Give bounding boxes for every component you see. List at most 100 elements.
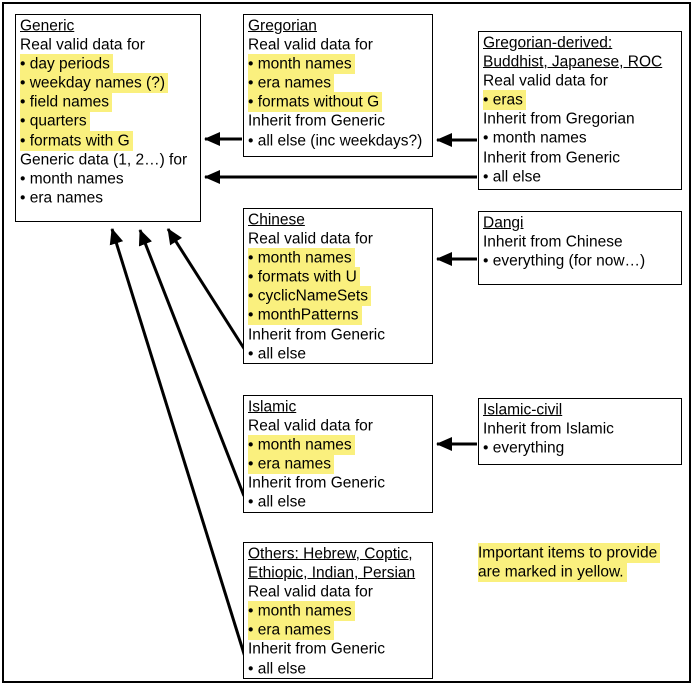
islamic-item-row: • month names <box>248 434 430 455</box>
others-title-row: Ethiopic, Indian, Persian <box>248 563 430 582</box>
generic-item-row: • weekday names (?) <box>20 73 198 94</box>
islamic-item: • month names <box>248 434 355 455</box>
gregorian-derived-item-row: • all else <box>483 167 679 186</box>
legend-note-line: are marked in yellow. <box>478 561 627 582</box>
generic-item-row: • field names <box>20 92 198 113</box>
generic-item-row: • quarters <box>20 111 198 132</box>
islamic-civil-title: Islamic-civil <box>483 401 563 418</box>
gregorian-item: • all else (inc weekdays?) <box>248 132 423 150</box>
others-item-row: • era names <box>248 620 430 641</box>
generic-item: • weekday names (?) <box>20 73 168 94</box>
islamic-item-row: Real valid data for <box>248 416 430 435</box>
gregorian-derived-item-row: Inherit from Generic <box>483 148 679 167</box>
islamic-item: • era names <box>248 454 334 475</box>
others-title-row: Others: Hebrew, Coptic, <box>248 544 430 563</box>
gregorian-derived-item: Inherit from Generic <box>483 149 620 167</box>
chinese-item-row: • month names <box>248 247 430 268</box>
generic-item-row: • month names <box>20 170 198 189</box>
islamic-item-row: • all else <box>248 493 430 512</box>
generic-title-row: Generic <box>20 16 198 35</box>
generic-item-row: Real valid data for <box>20 35 198 54</box>
gregorian-derived-title-row: Gregorian-derived: <box>483 33 679 52</box>
chinese-item-row: • all else <box>248 344 430 363</box>
chinese-item: Real valid data for <box>248 230 373 248</box>
gregorian-item: • month names <box>248 53 355 74</box>
islamic-civil-item-row: Inherit from Islamic <box>483 419 679 438</box>
diagram-frame <box>2 2 691 683</box>
dangi-item: • everything (for now…) <box>483 252 646 270</box>
dangi-item-row: Inherit from Chinese <box>483 232 679 251</box>
islamic-item: Inherit from Generic <box>248 474 385 492</box>
box-gregorian-derived: Gregorian-derived:Buddhist, Japanese, RO… <box>478 31 682 190</box>
gregorian-item-row: • month names <box>248 53 430 74</box>
others-item-row: Real valid data for <box>248 582 430 601</box>
others-item-row: Inherit from Generic <box>248 640 430 659</box>
others-title: Others: Hebrew, Coptic, <box>248 545 413 562</box>
others-item: • all else <box>248 660 306 678</box>
chinese-item: • cyclicNameSets <box>248 286 371 307</box>
chinese-item-row: • formats with U <box>248 267 430 288</box>
chinese-item: • all else <box>248 345 306 363</box>
islamic-item-row: • era names <box>248 454 430 475</box>
generic-item: • quarters <box>20 111 90 132</box>
gregorian-item-row: Inherit from Generic <box>248 112 430 131</box>
dangi-item-row: • everything (for now…) <box>483 251 679 270</box>
gregorian-derived-item-row: Inherit from Gregorian <box>483 110 679 129</box>
generic-item: Generic data (1, 2…) for <box>20 151 188 169</box>
gregorian-derived-item: • all else <box>483 168 541 186</box>
gregorian-item: • formats without G <box>248 92 383 113</box>
gregorian-derived-item: Inherit from Gregorian <box>483 110 635 128</box>
generic-item-row: • era names <box>20 189 198 208</box>
gregorian-item: Inherit from Generic <box>248 112 385 130</box>
gregorian-derived-title-row: Buddhist, Japanese, ROC <box>483 52 679 71</box>
gregorian-title-row: Gregorian <box>248 16 430 35</box>
generic-item-row: Generic data (1, 2…) for <box>20 150 198 169</box>
legend-note-line-row: Important items to provide <box>478 542 661 563</box>
gregorian-derived-item-row: • eras <box>483 90 679 111</box>
gregorian-item-row: Real valid data for <box>248 35 430 54</box>
gregorian-derived-title: Gregorian-derived: <box>483 34 613 51</box>
others-item: Real valid data for <box>248 583 373 601</box>
gregorian-item: • era names <box>248 73 334 94</box>
gregorian-title: Gregorian <box>248 17 317 34</box>
dangi-item: Inherit from Chinese <box>483 233 623 251</box>
others-item-row: • month names <box>248 601 430 622</box>
gregorian-derived-item: Real valid data for <box>483 72 608 90</box>
generic-item: • era names <box>20 189 103 207</box>
chinese-title: Chinese <box>248 211 305 228</box>
generic-item-row: • day periods <box>20 53 198 74</box>
chinese-item: • monthPatterns <box>248 305 362 326</box>
generic-title: Generic <box>20 17 75 34</box>
islamic-civil-title-row: Islamic-civil <box>483 400 679 419</box>
islamic-title: Islamic <box>248 398 297 415</box>
islamic-civil-item-row: • everything <box>483 438 679 457</box>
chinese-item: • formats with U <box>248 267 360 288</box>
others-item: • era names <box>248 620 334 641</box>
dangi-title-row: Dangi <box>483 213 679 232</box>
generic-item: Real valid data for <box>20 36 145 54</box>
gregorian-item-row: • all else (inc weekdays?) <box>248 131 430 150</box>
gregorian-derived-item: • eras <box>483 90 526 111</box>
chinese-item: • month names <box>248 247 355 268</box>
legend-note-line-row: are marked in yellow. <box>478 561 660 582</box>
chinese-item: Inherit from Generic <box>248 326 385 344</box>
islamic-civil-item: • everything <box>483 439 565 457</box>
gregorian-derived-item-row: Real valid data for <box>483 71 679 90</box>
chinese-item-row: Inherit from Generic <box>248 325 430 344</box>
chinese-item-row: • monthPatterns <box>248 305 430 326</box>
islamic-title-row: Islamic <box>248 397 430 416</box>
generic-item-row: • formats with G <box>20 130 198 151</box>
gregorian-item: Real valid data for <box>248 36 373 54</box>
gregorian-item-row: • formats without G <box>248 92 430 113</box>
gregorian-derived-item: • month names <box>483 129 587 147</box>
islamic-civil-item: Inherit from Islamic <box>483 420 614 438</box>
chinese-item-row: Real valid data for <box>248 229 430 248</box>
chinese-item-row: • cyclicNameSets <box>248 286 430 307</box>
